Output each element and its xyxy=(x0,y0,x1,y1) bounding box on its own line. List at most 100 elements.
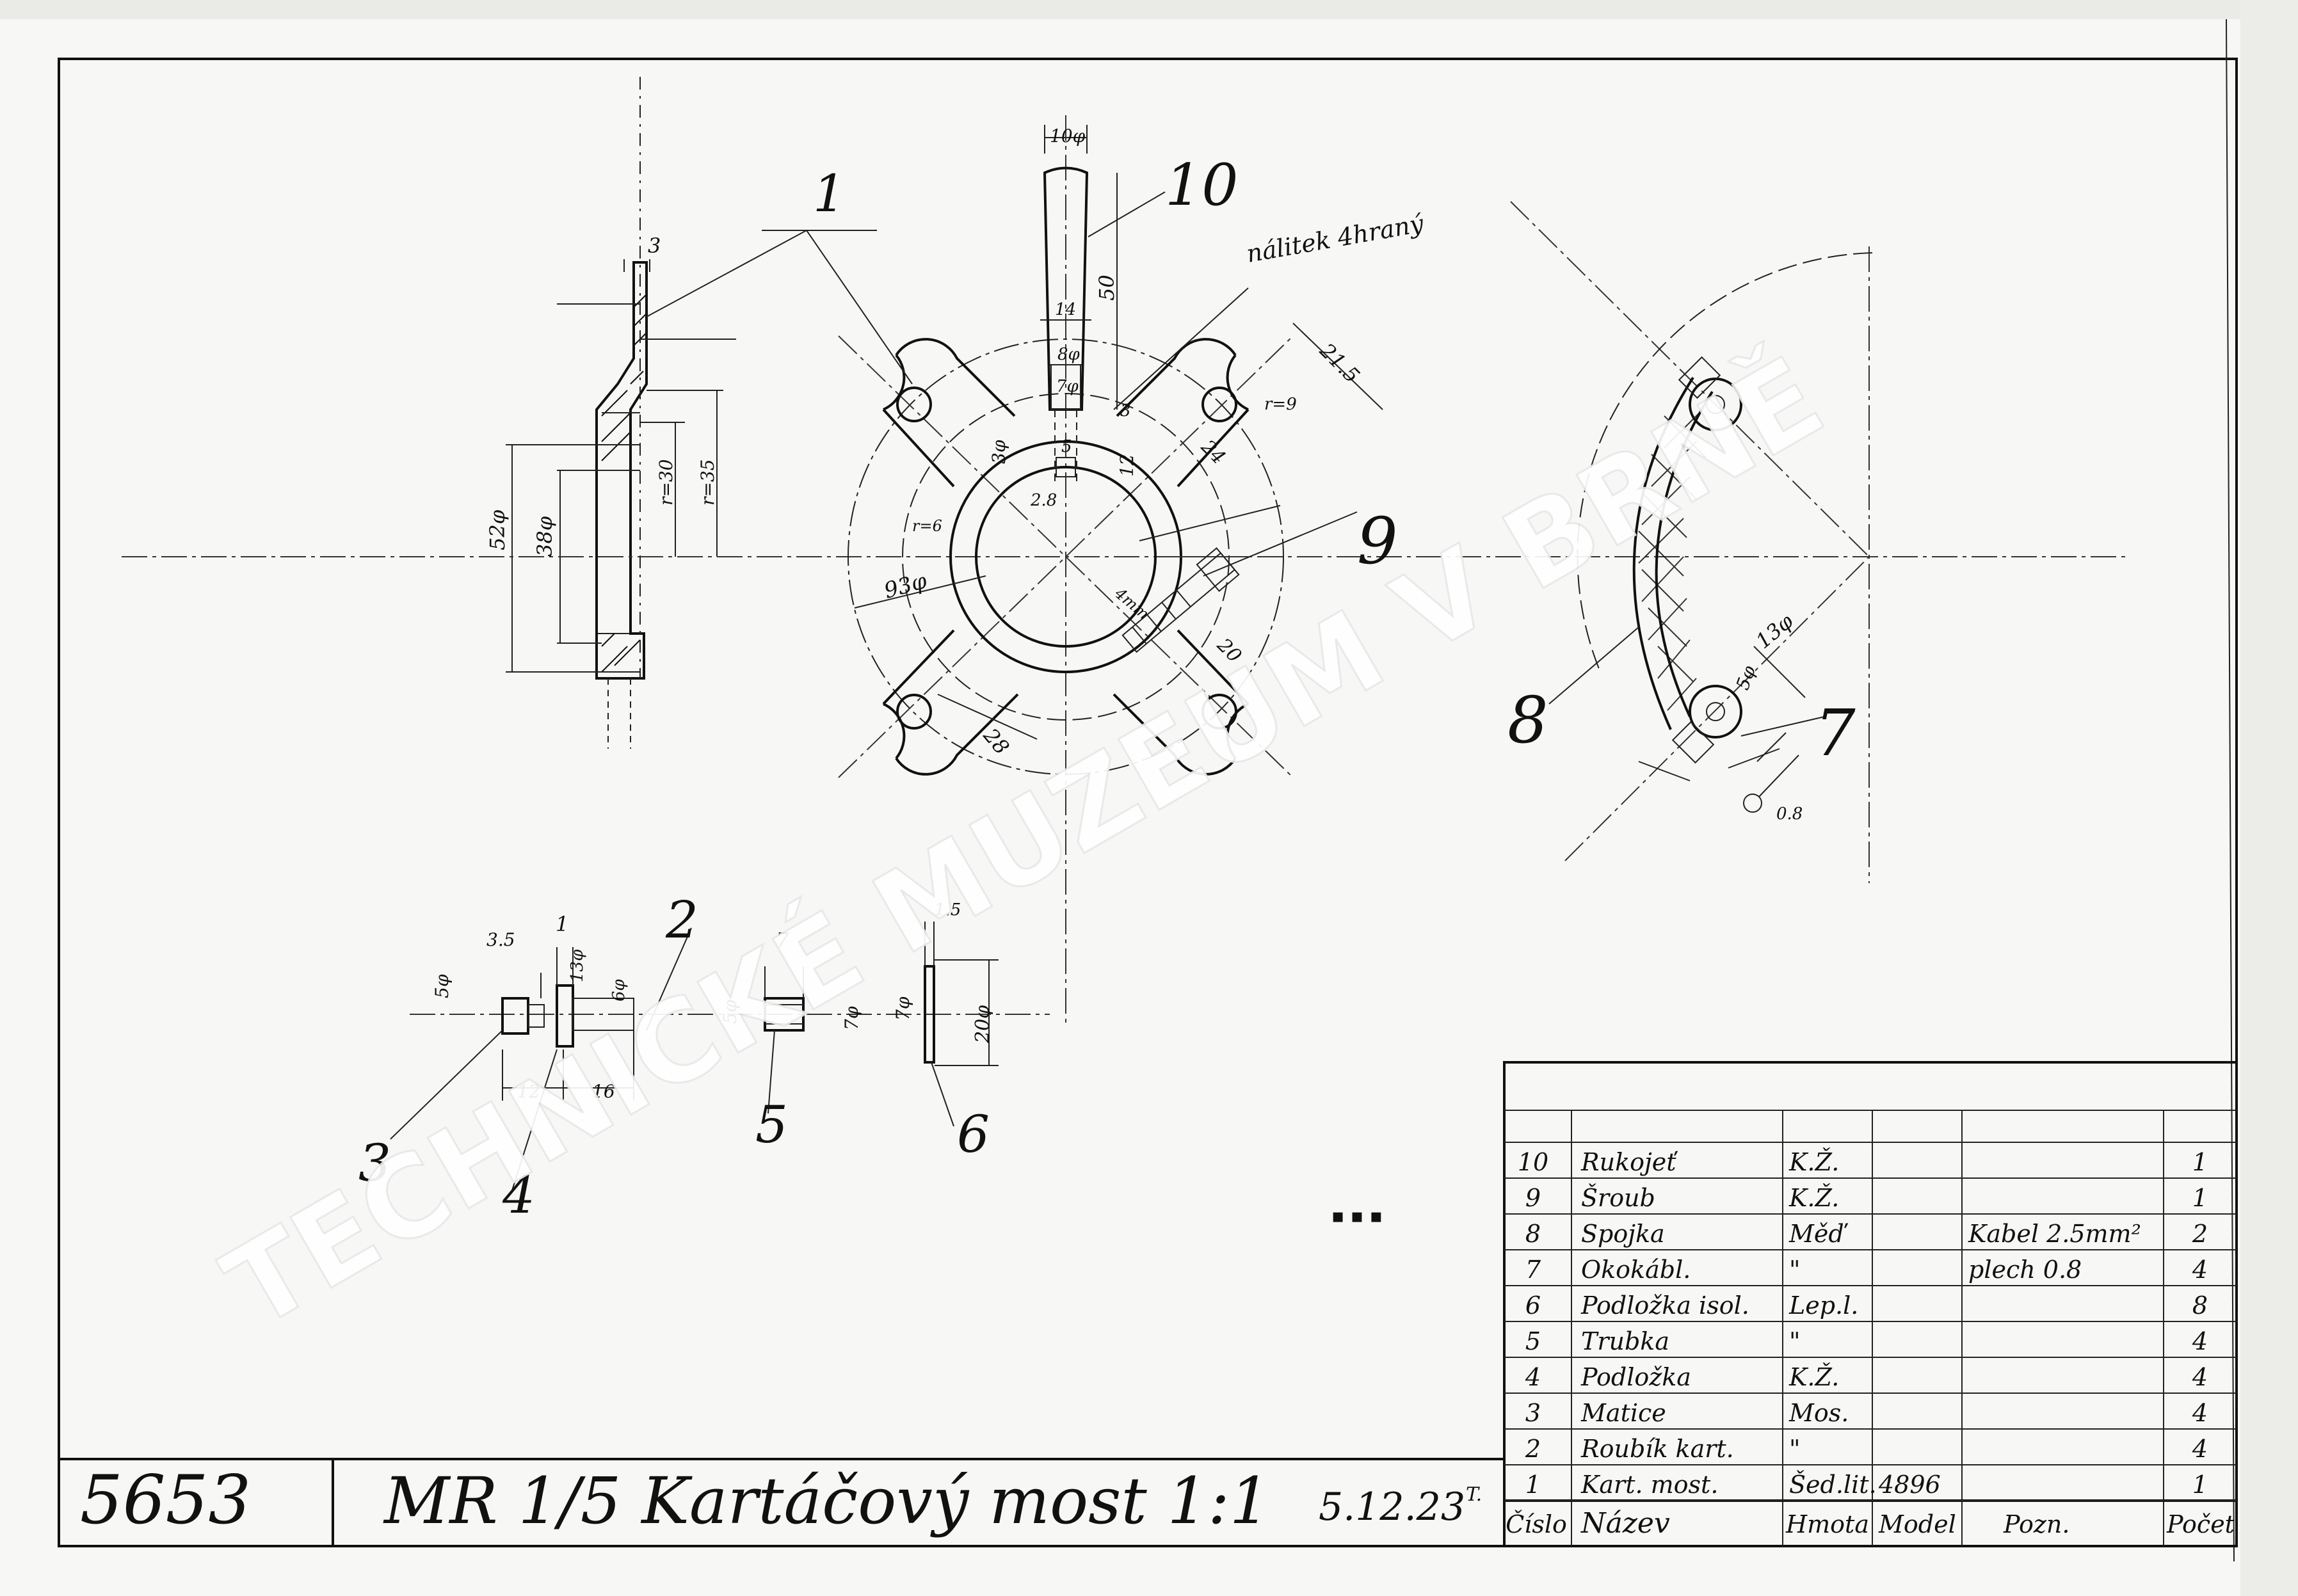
dim-label: 1.5 xyxy=(935,900,961,920)
callout-9: 9 xyxy=(1357,504,1398,579)
table-cell-model: 4896 xyxy=(1878,1471,1941,1499)
table-header-cell: Počet xyxy=(2166,1510,2235,1538)
table-cell-material: Měď xyxy=(1788,1220,1848,1248)
title-block: 5653 MR 1/5 Kartáčový most 1:1 5.12.23 T… xyxy=(59,1458,1504,1546)
dim-label: 0.8 xyxy=(1776,804,1803,824)
table-cell-name: Podložka xyxy=(1580,1363,1691,1391)
table-cell-qty: 1 xyxy=(2192,1471,2208,1499)
scan-edge-right xyxy=(2240,0,2298,1596)
callout-7: 7 xyxy=(1815,696,1856,770)
dim-label: r=35 xyxy=(697,459,718,506)
dim-label: 20φ xyxy=(972,1005,994,1044)
sheet-edge-right xyxy=(2226,19,2235,1562)
dim-label: 10φ xyxy=(1050,125,1086,147)
table-cell-name: Podložka isol. xyxy=(1580,1291,1749,1320)
drawing-border xyxy=(58,58,2238,1547)
drawing-number: 5653 xyxy=(80,1461,251,1539)
dim-label: r=6 xyxy=(912,517,942,535)
table-cell-material: " xyxy=(1789,1327,1800,1355)
table-cell-qty: 2 xyxy=(2192,1220,2208,1248)
table-cell-no: 3 xyxy=(1525,1399,1541,1427)
front-view xyxy=(122,115,1383,1024)
dim-label: 5φ xyxy=(431,974,453,998)
table-cell-name: Trubka xyxy=(1581,1327,1669,1355)
table-header-cell: Pozn. xyxy=(2003,1510,2069,1538)
dim-label: r=30 xyxy=(655,459,677,506)
table-cell-qty: 4 xyxy=(2192,1399,2208,1427)
table-cell-no: 7 xyxy=(1525,1256,1541,1284)
connector-view xyxy=(1178,201,2125,883)
table-cell-name: Roubík kart. xyxy=(1580,1435,1734,1463)
callout-4: 4 xyxy=(502,1165,535,1225)
table-header-cell: Číslo xyxy=(1506,1510,1567,1538)
drawing-date: 5.12.23 xyxy=(1319,1485,1465,1529)
table-cell-qty: 1 xyxy=(2192,1148,2208,1176)
table-cell-note: Kabel 2.5mm² xyxy=(1968,1220,2141,1248)
table-cell-material: K.Ž. xyxy=(1788,1184,1839,1212)
small-parts-view xyxy=(410,922,1050,1101)
callout-6: 6 xyxy=(957,1105,990,1164)
dim-label: 14 xyxy=(1055,300,1076,319)
table-cell-name: Rukojeť xyxy=(1580,1148,1678,1176)
dim-label: 38φ xyxy=(533,516,557,557)
callout-5: 5 xyxy=(755,1095,788,1154)
showthrough-mark: ▪ ▪ ▪ xyxy=(1331,1205,1383,1227)
dim-label: 3φ xyxy=(988,440,1009,464)
dim-label: 7φ xyxy=(1056,377,1079,396)
table-cell-material: " xyxy=(1789,1435,1800,1463)
table-cell-no: 9 xyxy=(1525,1184,1541,1212)
dim-label: 5 xyxy=(1061,437,1072,456)
callout-10: 10 xyxy=(1165,152,1239,219)
table-cell-no: 2 xyxy=(1525,1435,1541,1463)
callout-1: 1 xyxy=(813,164,846,223)
table-header-cell: Název xyxy=(1580,1507,1670,1540)
dim-label: 1 xyxy=(556,912,568,936)
table-cell-material: Lep.l. xyxy=(1788,1291,1858,1320)
table-cell-name: Matice xyxy=(1580,1399,1666,1427)
table-cell-note: plech 0.8 xyxy=(1968,1256,2082,1284)
callout-2: 2 xyxy=(665,890,698,950)
dim-label: 16 xyxy=(592,1081,615,1102)
drawing-title: MR 1/5 Kartáčový most 1:1 xyxy=(383,1464,1270,1538)
table-cell-material: K.Ž. xyxy=(1788,1148,1839,1176)
table-cell-no: 5 xyxy=(1525,1327,1541,1355)
table-cell-material: " xyxy=(1789,1256,1800,1284)
table-cell-material: K.Ž. xyxy=(1788,1363,1839,1391)
table-cell-name: Okokábl. xyxy=(1581,1256,1691,1284)
dim-label: r=9 xyxy=(1264,395,1297,414)
scan-edge-top xyxy=(0,0,2298,19)
dim-label: 2.8 xyxy=(1030,491,1057,510)
table-cell-qty: 4 xyxy=(2192,1256,2208,1284)
table-cell-qty: 4 xyxy=(2192,1363,2208,1391)
table-cell-no: 10 xyxy=(1518,1148,1548,1176)
callout-leaders xyxy=(390,191,1825,1191)
table-header-cell: Model xyxy=(1878,1510,1956,1538)
drawing-date-suffix: T. xyxy=(1466,1483,1482,1506)
table-cell-qty: 8 xyxy=(2192,1291,2208,1320)
table-cell-no: 1 xyxy=(1525,1471,1541,1499)
dim-label: 50 xyxy=(1095,275,1119,301)
table-cell-no: 8 xyxy=(1525,1220,1541,1248)
callout-8: 8 xyxy=(1507,683,1548,758)
table-cell-qty: 4 xyxy=(2192,1435,2208,1463)
table-cell-no: 6 xyxy=(1525,1291,1541,1320)
dim-label: 7φ xyxy=(892,996,913,1021)
dim-label: 3 xyxy=(648,234,661,258)
table-cell-name: Šroub xyxy=(1581,1184,1655,1212)
callout-3: 3 xyxy=(358,1133,391,1193)
dim-label: 3 xyxy=(1120,401,1131,420)
dim-label: 6φ xyxy=(609,978,629,1001)
table-cell-name: Spojka xyxy=(1581,1220,1665,1248)
dim-label: 13φ xyxy=(568,949,587,982)
table-header-cell: Hmota xyxy=(1785,1510,1869,1538)
table-cell-qty: 1 xyxy=(2192,1184,2208,1212)
table-cell-qty: 4 xyxy=(2192,1327,2208,1355)
dim-label: 3.5 xyxy=(486,929,515,950)
dim-label: 12 xyxy=(1116,454,1137,477)
table-cell-no: 4 xyxy=(1525,1363,1541,1391)
table-cell-material: Šed.lit. xyxy=(1789,1471,1877,1499)
dim-label: 5φ xyxy=(719,1000,741,1024)
